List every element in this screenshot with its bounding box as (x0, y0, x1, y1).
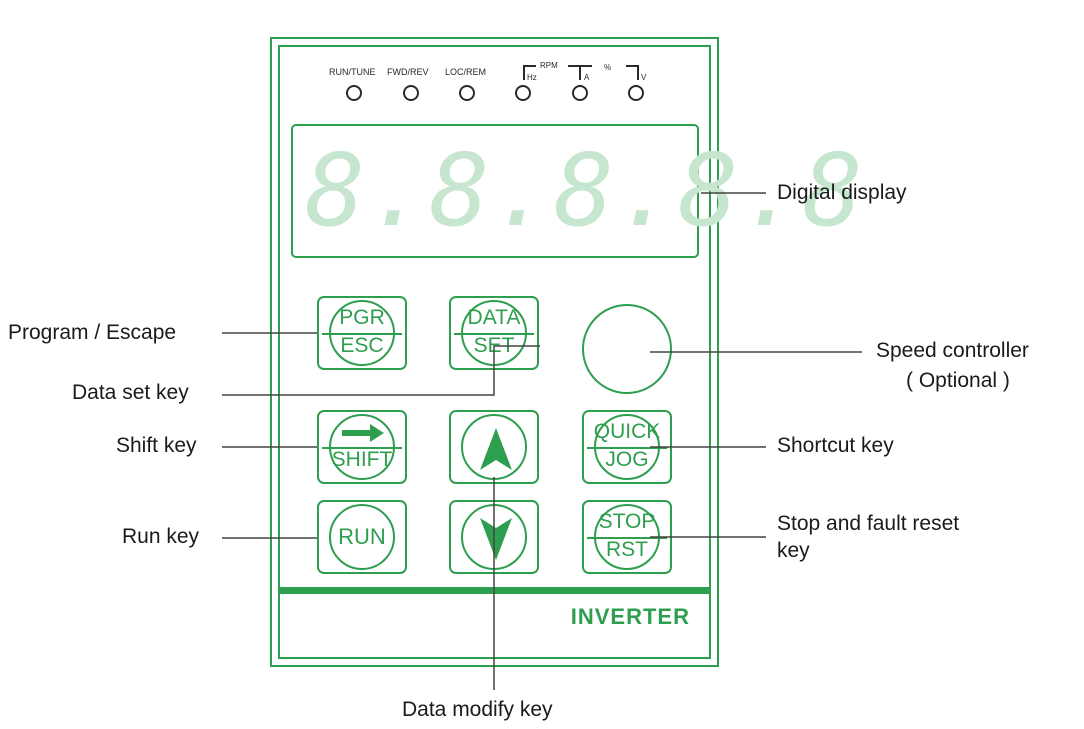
key-divider (454, 333, 534, 335)
callout-shift-key: Shift key (116, 434, 197, 457)
key-divider (322, 447, 402, 449)
speed-controller-knob[interactable] (582, 304, 672, 394)
rst-label: RST (606, 538, 648, 561)
callout-stop-reset-key: Stop and fault reset (777, 512, 960, 535)
callout-shortcut-key: Shortcut key (777, 434, 894, 457)
callout-speed-controller-optional: ( Optional ) (906, 369, 1010, 392)
callout-speed-controller: Speed controller (876, 339, 1029, 362)
indicator-label-a: A (584, 73, 590, 82)
key-divider (322, 333, 402, 335)
up-arrow-icon (480, 428, 512, 470)
digital-display (291, 124, 699, 258)
run-label: RUN (338, 524, 386, 549)
led-loc-rem (459, 85, 475, 101)
jog-label: JOG (605, 448, 649, 471)
key-divider (587, 537, 667, 539)
callout-digital-display: Digital display (777, 181, 907, 204)
callout-run-key: Run key (122, 525, 200, 548)
key-ring (329, 504, 395, 570)
a-bracket-mark (568, 65, 592, 80)
unit-label-rpm: RPM (540, 61, 558, 70)
shift-button[interactable]: SHIFT (317, 410, 407, 484)
led-hz (515, 85, 531, 101)
indicator-label-hz: Hz (527, 73, 537, 82)
indicator-label-loc-rem: LOC/REM (445, 67, 487, 77)
esc-label: ESC (340, 334, 384, 357)
indicator-label-fwd-rev: FWD/REV (387, 67, 429, 77)
panel-divider-bar (280, 587, 711, 594)
run-button[interactable]: RUN (317, 500, 407, 574)
led-fwd-rev (403, 85, 419, 101)
stop-rst-button[interactable]: STOP RST (582, 500, 672, 574)
brand-label: INVERTER (570, 604, 690, 629)
quick-label: QUICK (593, 420, 661, 443)
data-label: DATA (467, 306, 521, 329)
callout-stop-reset-key-line2: key (777, 539, 810, 562)
v-bracket-mark (626, 65, 639, 80)
led-a (572, 85, 588, 101)
hz-bracket-mark (523, 65, 536, 80)
pgr-esc-button[interactable]: PGR ESC (317, 296, 407, 370)
stop-label: STOP (598, 510, 656, 533)
callout-data-set-key: Data set key (72, 381, 189, 404)
led-run-tune (346, 85, 362, 101)
callout-program-escape: Program / Escape (8, 321, 177, 344)
right-arrow-icon (342, 424, 384, 442)
pgr-label: PGR (339, 306, 385, 329)
callout-data-modify-key: Data modify key (402, 698, 553, 721)
leader-data-set-key (222, 345, 540, 396)
indicator-label-v: V (641, 73, 647, 82)
quick-jog-button[interactable]: QUICK JOG (582, 410, 672, 484)
led-v (628, 85, 644, 101)
down-arrow-icon (480, 518, 512, 560)
unit-label-percent: % (604, 63, 612, 72)
shift-label: SHIFT (331, 448, 393, 471)
indicator-label-run-tune: RUN/TUNE (329, 67, 376, 77)
key-divider (587, 447, 667, 449)
